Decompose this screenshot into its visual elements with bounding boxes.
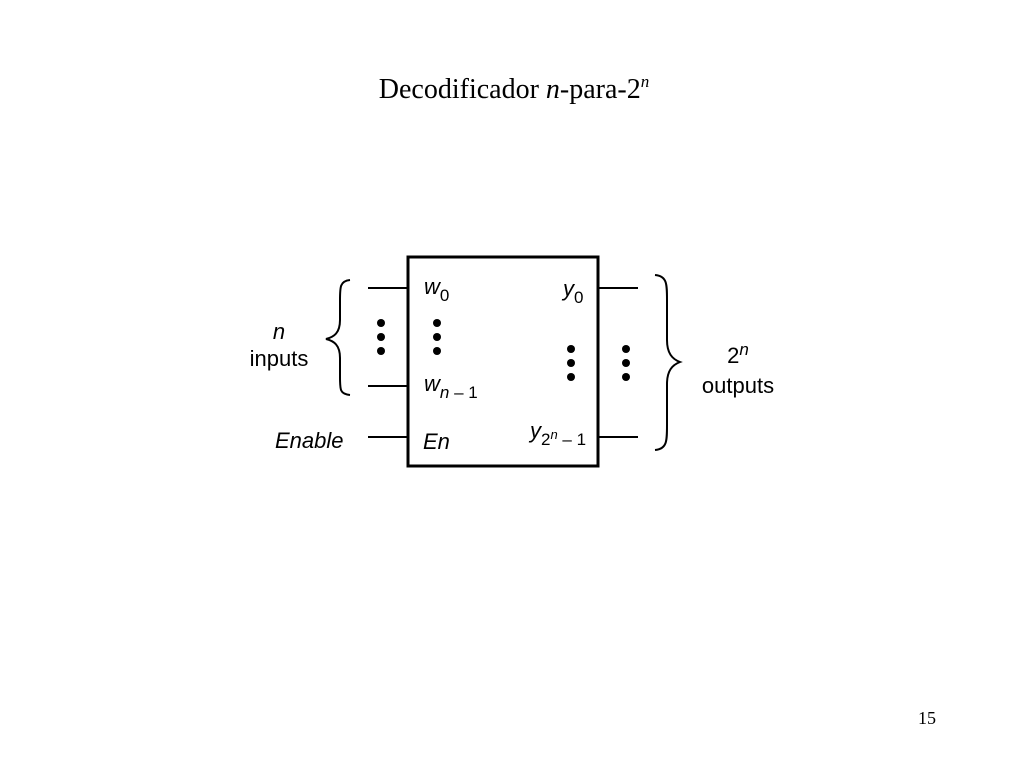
inputs-label-var: n xyxy=(272,319,286,344)
title-superscript: n xyxy=(640,72,650,91)
output-ellipsis-outside xyxy=(622,345,630,381)
inputs-brace xyxy=(325,279,351,396)
enable-label: Enable xyxy=(275,428,344,453)
title-var: n xyxy=(545,74,560,105)
input-ellipsis-inside xyxy=(433,319,441,355)
slide-title: Decodificador n-para-2n xyxy=(0,72,1024,106)
pin-label-y0: y0 xyxy=(563,276,584,307)
outputs-brace xyxy=(654,274,683,451)
pin-label-y2n1: y2n – 1 xyxy=(530,418,587,449)
outputs-label: 2n outputs xyxy=(690,340,786,400)
decoder-box xyxy=(406,255,600,468)
pin-label-en: En xyxy=(423,429,450,454)
pin-label-w0: w0 xyxy=(424,274,450,305)
input-ellipsis-outside xyxy=(377,319,385,355)
pin-label-wn1: wn – 1 xyxy=(424,371,478,402)
page-number: 15 xyxy=(918,708,936,728)
outputs-label-text: outputs xyxy=(701,373,775,398)
output-ellipsis-inside xyxy=(567,345,575,381)
inputs-label-text: inputs xyxy=(249,346,309,371)
title-mid: -para-2 xyxy=(559,74,641,105)
outputs-label-base: 2 xyxy=(727,343,740,368)
title-main: Decodificador xyxy=(378,74,546,105)
outputs-label-sup: n xyxy=(739,340,749,359)
